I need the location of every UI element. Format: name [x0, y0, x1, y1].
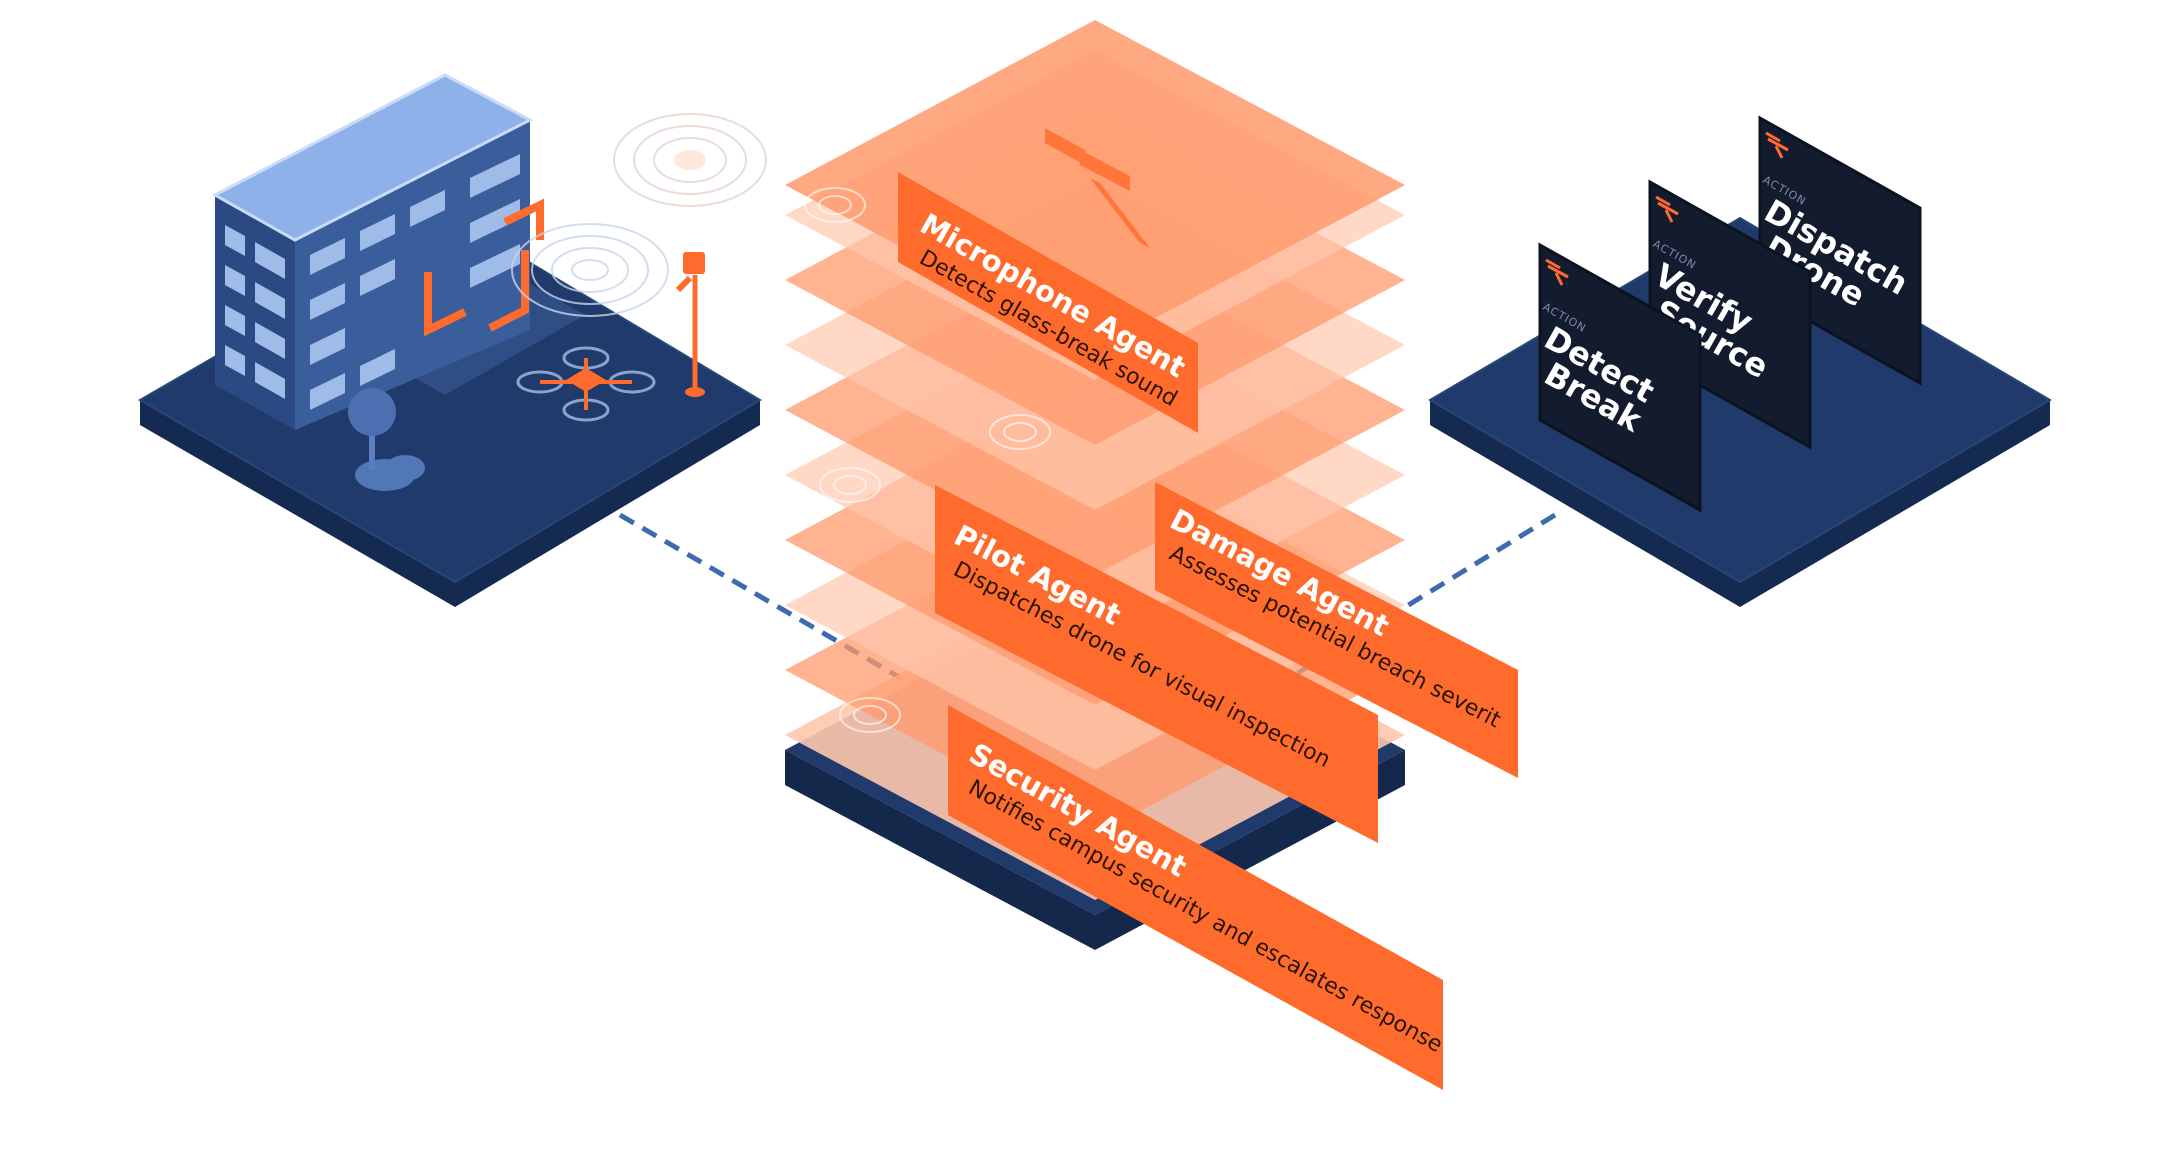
agent-tag-shape — [1155, 482, 1518, 778]
connector-left — [618, 512, 937, 701]
brand-mark-icon — [1045, 128, 1150, 248]
sound-wave-icon — [511, 223, 669, 317]
agent-tag-shape — [948, 705, 1443, 1090]
action-card-dispatch-drone: ACTION Dispatch Drone — [1758, 115, 1922, 386]
layer-wave-icons — [804, 187, 1051, 733]
action-card-shape — [1538, 242, 1702, 513]
agent-tag-shape — [898, 172, 1198, 433]
action-platform: ACTION Dispatch Drone ACTION Verify Sour… — [1428, 115, 2052, 607]
building — [211, 73, 544, 430]
action-card-shape — [1648, 179, 1812, 450]
connector-right — [1268, 512, 1557, 693]
dashed-connectors — [618, 512, 1557, 701]
stack-base-side — [785, 750, 1405, 950]
action-card-icon — [1655, 195, 1679, 223]
action-card-detect-break: ACTION Detect Break — [1538, 242, 1702, 513]
drone-icon — [516, 346, 656, 422]
action-card-icon — [1765, 131, 1789, 159]
action-card-icon — [1545, 258, 1569, 286]
door-highlight-bracket — [424, 250, 529, 337]
building-side-face — [295, 120, 530, 430]
building-roof — [211, 73, 534, 242]
agent-tag-shape — [935, 485, 1378, 843]
trees — [348, 388, 425, 491]
tree-canopy — [348, 388, 396, 436]
action-card-shape — [1758, 115, 1922, 386]
building-windows — [225, 154, 520, 410]
campus-building-platform — [138, 73, 767, 607]
entrance-bracket — [503, 198, 544, 240]
broadcast-wave-icon — [613, 113, 767, 207]
camera-pole-icon — [675, 252, 705, 397]
